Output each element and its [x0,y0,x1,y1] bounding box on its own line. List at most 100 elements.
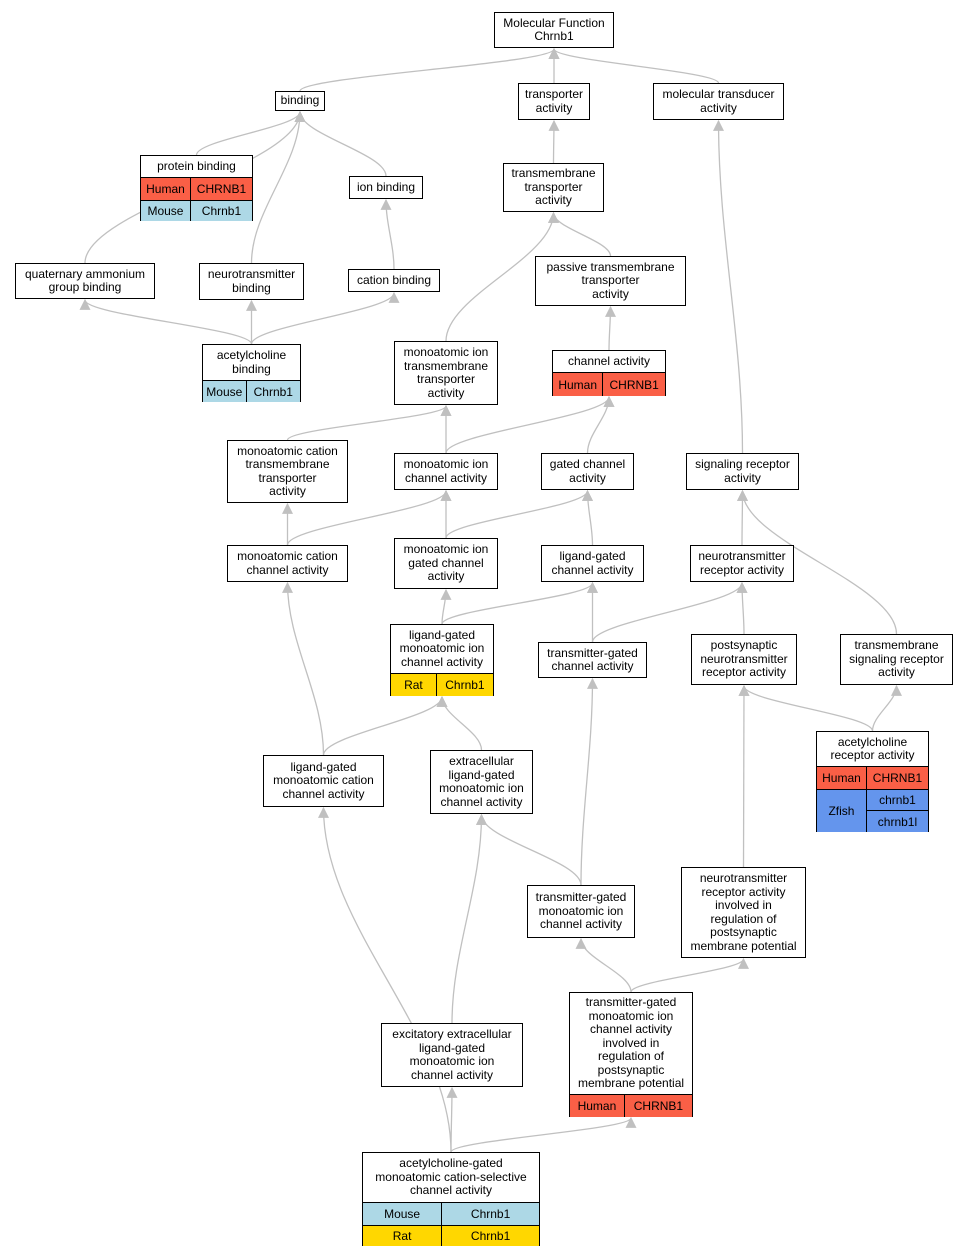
gene-symbols: Chrnb1 [442,1225,539,1246]
species-cell: Mouse [203,381,247,402]
edge-lgmonoion-to-monoiongated [440,588,452,625]
go-node-lgmonocation[interactable]: ligand-gated monoatomic cation channel a… [263,755,384,807]
gene-symbols: CHRNB1 [624,1095,692,1117]
gene-symbol-cell[interactable]: chrnb1l [866,810,928,832]
edge-tgreg-to-ntreceptorreg [630,957,749,993]
go-node-ntreceptorreg[interactable]: neurotransmitter receptor activity invol… [681,867,806,958]
edge-extracellular-to-lgmonoion [436,695,483,751]
species-cell: Human [570,1095,625,1117]
gene-symbol-cell[interactable]: CHRNB1 [866,767,928,789]
gene-symbols: CHRNB1 [190,178,252,200]
go-node-label: acetylcholine binding [216,348,287,376]
go-node-excitatory[interactable]: excitatory extracellular ligand-gated mo… [381,1023,523,1087]
go-node-achgated[interactable]: acetylcholine-gated monoatomic cation-se… [362,1152,540,1246]
go-node-label: transmembrane signaling receptor activit… [849,638,944,680]
go-node-tmtransporter[interactable]: transmembrane transporter activity [503,163,604,212]
gene-symbol-cell[interactable]: chrnb1 [866,789,928,811]
edge-moltransducer-to-mf [548,47,720,84]
go-node-label: channel activity [567,353,651,368]
go-node-label: postsynaptic neurotransmitter receptor a… [700,638,788,680]
go-node-label: monoatomic cation channel activity [237,549,338,577]
species-cell: Rat [363,1225,443,1246]
edge-channel-to-passivetm [604,305,616,351]
go-node-passivetm[interactable]: passive transmembrane transporter activi… [535,256,686,306]
go-node-tgmonoion[interactable]: transmitter-gated monoatomic ion channel… [527,885,635,938]
go-node-extracellular[interactable]: extracellular ligand-gated monoatomic io… [430,750,533,814]
edge-achgated-to-excitatory [446,1086,458,1153]
gene-symbol-cell[interactable]: CHRNB1 [603,373,665,396]
go-node-monoionchannel[interactable]: monoatomic ion channel activity [394,453,498,490]
go-node-monoiongated[interactable]: monoatomic ion gated channel activity [394,538,498,589]
go-node-label: binding [280,93,320,108]
go-node-ligandgated[interactable]: ligand-gated channel activity [541,545,644,582]
gene-symbol-cell[interactable]: Chrnb1 [436,674,493,696]
go-node-monocationchannel[interactable]: monoatomic cation channel activity [227,545,348,582]
edge-tmtransporter-to-transporter [548,119,560,164]
gene-symbol-cell[interactable]: CHRNB1 [624,1095,692,1117]
gene-symbol-cell[interactable]: Chrnb1 [190,200,252,221]
go-node-ntbinding[interactable]: neurotransmitter binding [199,263,304,300]
go-node-label: transmitter-gated monoatomic ion channel… [535,890,627,932]
go-node-cationbinding[interactable]: cation binding [348,269,440,292]
go-node-mf[interactable]: Molecular Function Chrnb1 [494,12,614,48]
go-node-label: monoatomic ion channel activity [403,457,489,485]
go-node-postsynaptic[interactable]: postsynaptic neurotransmitter receptor a… [691,634,797,685]
go-node-quaternary[interactable]: quaternary ammonium group binding [15,263,155,299]
go-node-monoiontm[interactable]: monoatomic ion transmembrane transporter… [394,341,498,405]
gene-symbol-cell[interactable]: Chrnb1 [442,1203,539,1225]
go-node-tmsignaling[interactable]: transmembrane signaling receptor activit… [840,634,953,685]
go-node-label: Molecular Function Chrnb1 [503,15,605,43]
go-node-label: neurotransmitter receptor activity [698,549,786,577]
gene-symbol-cell[interactable]: Chrnb1 [246,381,300,402]
go-node-binding[interactable]: binding [275,91,325,111]
edge-monoiongated-to-gatedchannel [445,489,593,539]
go-node-signalingreceptor[interactable]: signaling receptor activity [686,453,799,490]
edge-tgmonoion-to-transmittergated [580,677,598,886]
edge-tgreg-to-tgmonoion [575,937,632,993]
go-node-tgreg[interactable]: transmitter-gated monoatomic ion channel… [569,992,693,1117]
go-node-ntreceptor[interactable]: neurotransmitter receptor activity [690,545,794,582]
edge-lgmonoion-to-ligandgated [441,581,598,625]
go-node-label: transporter activity [524,87,584,115]
go-node-label: ion binding [356,179,416,194]
go-node-lgmonoion[interactable]: ligand-gated monoatomic ion channel acti… [390,624,494,696]
go-node-label: ligand-gated monoatomic ion channel acti… [399,627,485,669]
go-node-monocationtm[interactable]: monoatomic cation transmembrane transpor… [227,440,348,503]
go-node-label: cation binding [356,272,432,287]
go-node-label: quaternary ammonium group binding [24,266,146,294]
edge-cationbinding-to-ionbinding [380,198,395,270]
species-cell: Human [141,178,191,200]
gene-symbol-cell[interactable]: CHRNB1 [190,178,252,200]
go-node-label: monoatomic cation transmembrane transpor… [237,443,338,498]
go-node-transmittergated[interactable]: transmitter-gated channel activity [538,642,647,678]
gene-symbol-cell[interactable]: Chrnb1 [442,1225,539,1246]
go-node-moltransducer[interactable]: molecular transducer activity [653,83,784,120]
go-node-gatedchannel[interactable]: gated channel activity [541,453,634,490]
edge-monocationchannel-to-monoionchannel [286,489,452,546]
edge-postsynaptic-to-ntreceptor [736,581,748,635]
edge-lgmonocation-to-lgmonoion [322,695,448,756]
go-node-transporter[interactable]: transporter activity [518,83,590,120]
go-node-ionbinding[interactable]: ion binding [349,176,423,199]
species-cell: Mouse [363,1203,443,1225]
edge-lgmonocation-to-monocationchannel [282,581,325,756]
go-node-label: transmitter-gated channel activity [547,645,638,673]
go-node-label: protein binding [157,158,236,173]
go-node-label: monoatomic ion transmembrane transporter… [403,345,489,400]
go-node-label: neurotransmitter receptor activity invol… [690,871,797,953]
